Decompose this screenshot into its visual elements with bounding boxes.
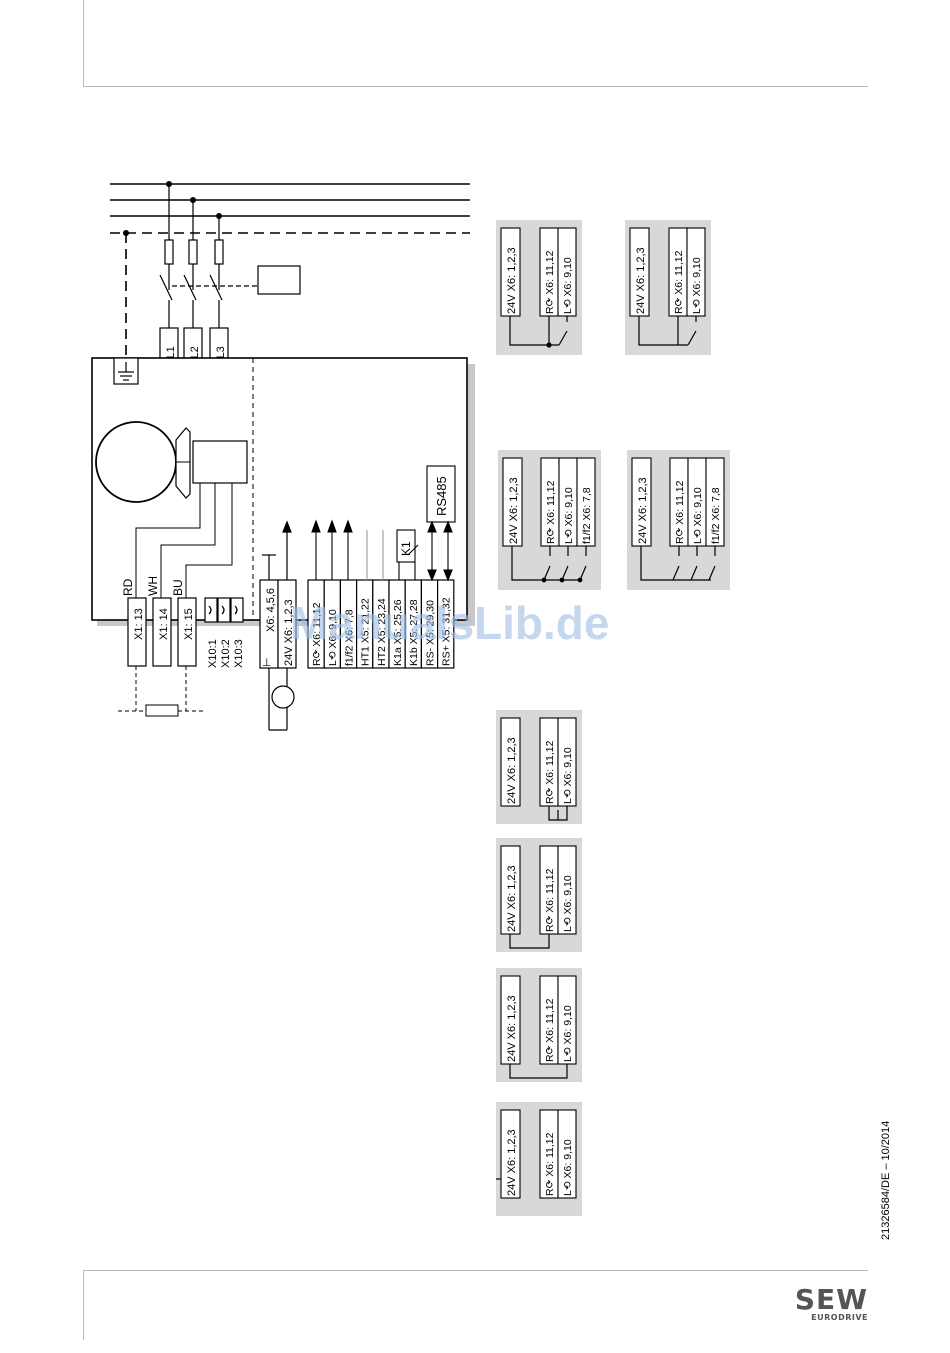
variant-wiring xyxy=(638,316,697,346)
watermark: ManualsLib.de xyxy=(290,597,610,649)
variant-terminal-box xyxy=(557,845,577,935)
variant-terminal-label: R⟳ X6: 11,12 xyxy=(545,480,557,544)
motor-lead-wires xyxy=(135,461,233,612)
mains-lines xyxy=(110,183,470,360)
relay-k1-label: K1 xyxy=(399,541,413,556)
variant-24v-label: 24V X6: 1,2,3 xyxy=(508,477,520,544)
variant-terminal-label: R⟳ X6: 11,12 xyxy=(674,480,686,544)
variant-terminal-box xyxy=(557,1109,577,1199)
signal-terminal-label: R⟳ X6: 11,12 xyxy=(311,602,323,666)
braking-resistor xyxy=(118,666,204,717)
variant-wiring xyxy=(509,1064,568,1079)
terminal-x10-2: X10:2 xyxy=(220,639,232,668)
brake-rectifier xyxy=(192,440,248,484)
variant-terminal-label: L⟲ X6: 9,10 xyxy=(562,257,574,314)
rs485-bus xyxy=(426,465,456,582)
variant-24v-label: 24V X6: 1,2,3 xyxy=(637,477,649,544)
variant-24v-label: 24V X6: 1,2,3 xyxy=(635,247,647,314)
wire-color-bu: BU xyxy=(171,579,185,596)
brake-terminal-blocks xyxy=(127,597,197,667)
variant-wiring xyxy=(509,316,568,348)
fuses-and-contactor xyxy=(159,184,301,328)
variant-panel: 24V X6: 1,2,3 R⟳ X6: 11,12 L⟲ X6: 9,10 xyxy=(496,220,582,355)
variant-24v-label: 24V X6: 1,2,3 xyxy=(506,1129,518,1196)
variant-wiring xyxy=(511,546,587,583)
variant-terminal-label: L⟲ X6: 9,10 xyxy=(692,487,704,544)
terminal-x6-456: X6: 4,5,6 xyxy=(265,588,277,632)
signal-terminal-label: RS+ X5: 31,32 xyxy=(441,597,453,666)
terminal-x6-123: 24V X6: 1,2,3 xyxy=(283,599,295,666)
variant-terminal-label: R⟳ X6: 11,12 xyxy=(673,250,685,314)
terminal-x1-15: X1: 15 xyxy=(183,608,195,640)
signal-terminal-label: RS- X5: 29,30 xyxy=(424,600,436,666)
terminal-x1-13: X1: 13 xyxy=(133,608,145,640)
variant-wiring xyxy=(548,806,568,821)
variant-panel: 24V X6: 1,2,3 R⟳ X6: 11,12 L⟲ X6: 9,10 f1/f… xyxy=(627,450,730,590)
x6-ground-symbol: ⊥ xyxy=(262,657,272,669)
brake-coupling-icon xyxy=(175,427,191,499)
variant-24v-label: 24V X6: 1,2,3 xyxy=(506,247,518,314)
x10-terminal-block xyxy=(204,597,244,623)
variant-panel: 24V X6: 1,2,3 R⟳ X6: 11,12 L⟲ X6: 9,10 xyxy=(496,1102,582,1216)
relay-k1 xyxy=(396,529,419,580)
variant-panel: 24V X6: 1,2,3 R⟳ X6: 11,12 L⟲ X6: 9,10 xyxy=(496,838,582,952)
variant-terminal-label: L⟲ X6: 9,10 xyxy=(563,487,575,544)
terminal-x1-14: X1: 14 xyxy=(158,608,170,640)
bottom-margin-rule xyxy=(83,1270,84,1340)
variant-terminal-label: R⟳ X6: 11,12 xyxy=(544,998,556,1062)
variant-wiring xyxy=(640,546,716,581)
variant-terminal-label: f1/f2 X6: 7,8 xyxy=(710,487,722,544)
signal-terminal-label: K1b X5: 27,28 xyxy=(408,599,420,666)
document-reference: 21326584/DE – 10/2014 xyxy=(880,1120,892,1240)
variant-terminal-label: L⟲ X6: 9,10 xyxy=(562,875,574,932)
logo-main: SEW xyxy=(794,1283,868,1316)
variant-24v-label: 24V X6: 1,2,3 xyxy=(506,995,518,1062)
footer-rule xyxy=(83,1270,868,1271)
signal-terminal-label: HT1 X5: 21,22 xyxy=(360,598,372,666)
variant-terminal-label: L⟲ X6: 9,10 xyxy=(562,1139,574,1196)
variant-panel: 24V X6: 1,2,3 R⟳ X6: 11,12 L⟲ X6: 9,10 xyxy=(496,710,582,824)
variant-24v-label: 24V X6: 1,2,3 xyxy=(506,865,518,932)
variant-terminal-label: f1/f2 X6: 7,8 xyxy=(581,487,593,544)
variant-terminal-label: R⟳ X6: 11,12 xyxy=(544,868,556,932)
signal-terminal-box xyxy=(437,579,455,669)
variant-terminal-label: L⟲ X6: 9,10 xyxy=(562,747,574,804)
signal-terminal-label: L⟲ X6: 9,10 xyxy=(327,609,339,666)
variant-panel: 24V X6: 1,2,3 R⟳ X6: 11,12 L⟲ X6: 9,10 xyxy=(496,968,582,1082)
header-rule xyxy=(83,86,868,87)
sew-eurodrive-logo: SEW EURODRIVE xyxy=(795,1286,868,1322)
signal-terminal-label: HT2 X5: 23,24 xyxy=(376,598,388,666)
variant-terminal-label: R⟳ X6: 11,12 xyxy=(544,740,556,804)
variant-panel: 24V X6: 1,2,3 R⟳ X6: 11,12 L⟲ X6: 9,10 f1/f… xyxy=(498,450,601,590)
variant-wiring xyxy=(509,934,550,949)
wire-color-wh: WH xyxy=(146,576,160,596)
variant-24v-label: 24V X6: 1,2,3 xyxy=(506,737,518,804)
variant-panel: 24V X6: 1,2,3 R⟳ X6: 11,12 L⟲ X6: 9,10 xyxy=(625,220,711,355)
signal-terminal-strip: R⟳ X6: 11,12 L⟲ X6: 9,10 f1/f2 X6: 7,8 HT1 … xyxy=(307,579,455,669)
variant-24v-box xyxy=(500,717,521,807)
signal-terminal-label: K1a X5: 25,26 xyxy=(392,599,404,666)
variant-terminal-label: R⟳ X6: 11,12 xyxy=(544,1132,556,1196)
x6-supply-block xyxy=(259,520,297,731)
terminal-x10-3: X10:3 xyxy=(233,639,245,668)
signal-terminal-label: f1/f2 X6: 7,8 xyxy=(343,609,355,666)
junction-dots xyxy=(123,181,222,236)
rs485-label: RS485 xyxy=(434,476,449,516)
top-margin-rule xyxy=(83,0,84,86)
terminal-x10-1: X10:1 xyxy=(207,639,219,668)
wire-color-rd: RD xyxy=(121,578,135,596)
variant-terminal-label: L⟲ X6: 9,10 xyxy=(562,1005,574,1062)
variant-terminal-label: L⟲ X6: 9,10 xyxy=(691,257,703,314)
ground-icon xyxy=(113,357,139,385)
variant-terminal-label: R⟳ X6: 11,12 xyxy=(544,250,556,314)
motor-icon xyxy=(95,421,177,503)
variant-24v-box xyxy=(500,1109,521,1199)
signal-arrows xyxy=(311,519,384,580)
logo-sub: EURODRIVE xyxy=(811,1313,868,1322)
